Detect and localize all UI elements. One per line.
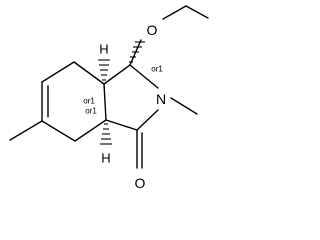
bond-n-methyl	[170, 97, 198, 115]
structure-svg: O N O H H or1 or1 or1	[9, 5, 209, 191]
bond-c3a-c4	[73, 61, 105, 85]
stereo-label-c3a: or1	[83, 97, 95, 106]
bond-ch2-o	[162, 5, 187, 20]
bond-c6-methyl	[9, 120, 43, 141]
atom-oxygen-ether: O	[147, 22, 158, 38]
hashed-bond-c3a-h	[98, 59, 110, 81]
bond-c7-c7a	[74, 119, 107, 142]
atom-hydrogen-bottom: H	[101, 151, 110, 166]
molecule-diagram: O N O H H or1 or1 or1	[9, 5, 209, 191]
bond-ch3-ch2	[185, 5, 209, 19]
atom-nitrogen: N	[156, 91, 166, 107]
bond-c4-c5	[41, 61, 75, 83]
bond-c6-c7	[41, 120, 76, 142]
atom-hydrogen-top: H	[99, 42, 108, 57]
atom-oxygen-carbonyl: O	[135, 175, 146, 191]
bond-c7a-c3a	[103, 83, 107, 121]
hashed-bond-c7a-h	[100, 123, 112, 145]
stereo-label-c7a: or1	[85, 107, 97, 116]
stereo-label-c1: or1	[151, 65, 163, 74]
bond-c3a-c1	[103, 64, 131, 85]
hashed-bond-c1-o	[129, 41, 145, 63]
bond-c1-n	[129, 64, 159, 89]
bond-c-carbonyl-c7a	[105, 119, 138, 131]
bond-n-c-carbonyl	[136, 109, 159, 131]
